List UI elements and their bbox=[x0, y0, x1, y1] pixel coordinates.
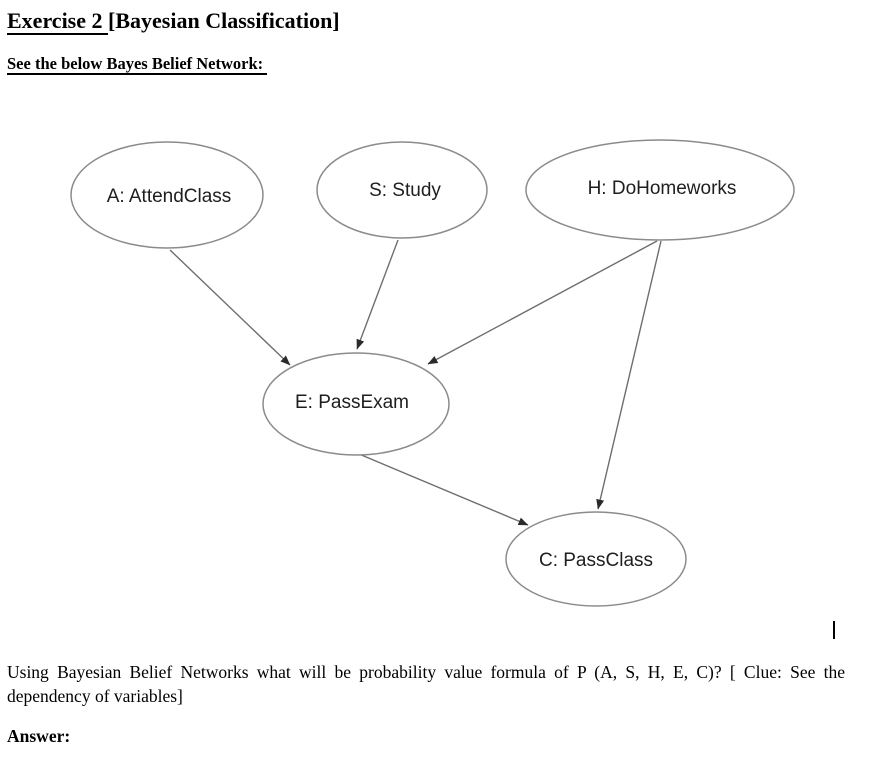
exercise-title-underlined: Exercise 2 bbox=[7, 8, 109, 35]
edge-dohomeworks-to-passexam bbox=[427, 240, 658, 365]
edge-study-to-passexam bbox=[356, 239, 399, 350]
node-passexam-label: E: PassExam bbox=[295, 392, 409, 413]
text-cursor-caret bbox=[833, 621, 835, 639]
bayes-network-figure: A: AttendClass S: Study H: DoHomeworks E… bbox=[70, 139, 795, 607]
node-attendclass-ellipse bbox=[70, 141, 264, 249]
node-passclass-label: C: PassClass bbox=[539, 550, 653, 571]
figure-caption-text: See the below Bayes Belief Network: bbox=[7, 54, 268, 75]
exercise-title-rest: [Bayesian Classification] bbox=[108, 8, 340, 33]
exercise-title: Exercise 2 [Bayesian Classification] bbox=[7, 7, 340, 35]
node-dohomeworks-label: H: DoHomeworks bbox=[588, 178, 737, 199]
question-paragraph: Using Bayesian Belief Networks what will… bbox=[7, 662, 845, 706]
figure-caption-heading: See the below Bayes Belief Network: bbox=[7, 53, 268, 75]
edge-passexam-to-passclass bbox=[358, 453, 529, 526]
edge-dohomeworks-to-passclass bbox=[596, 240, 662, 510]
node-passexam-ellipse bbox=[262, 352, 450, 456]
node-passclass-ellipse bbox=[505, 511, 687, 607]
answer-label: Answer: bbox=[7, 726, 71, 746]
node-study-label: S: Study bbox=[369, 180, 441, 201]
node-study-ellipse bbox=[316, 141, 488, 239]
node-attendclass-label: A: AttendClass bbox=[107, 186, 232, 207]
bayes-network-canvas: A: AttendClass S: Study H: DoHomeworks E… bbox=[70, 139, 795, 607]
node-dohomeworks-ellipse bbox=[525, 139, 795, 241]
edge-attendclass-to-passexam bbox=[169, 249, 291, 366]
